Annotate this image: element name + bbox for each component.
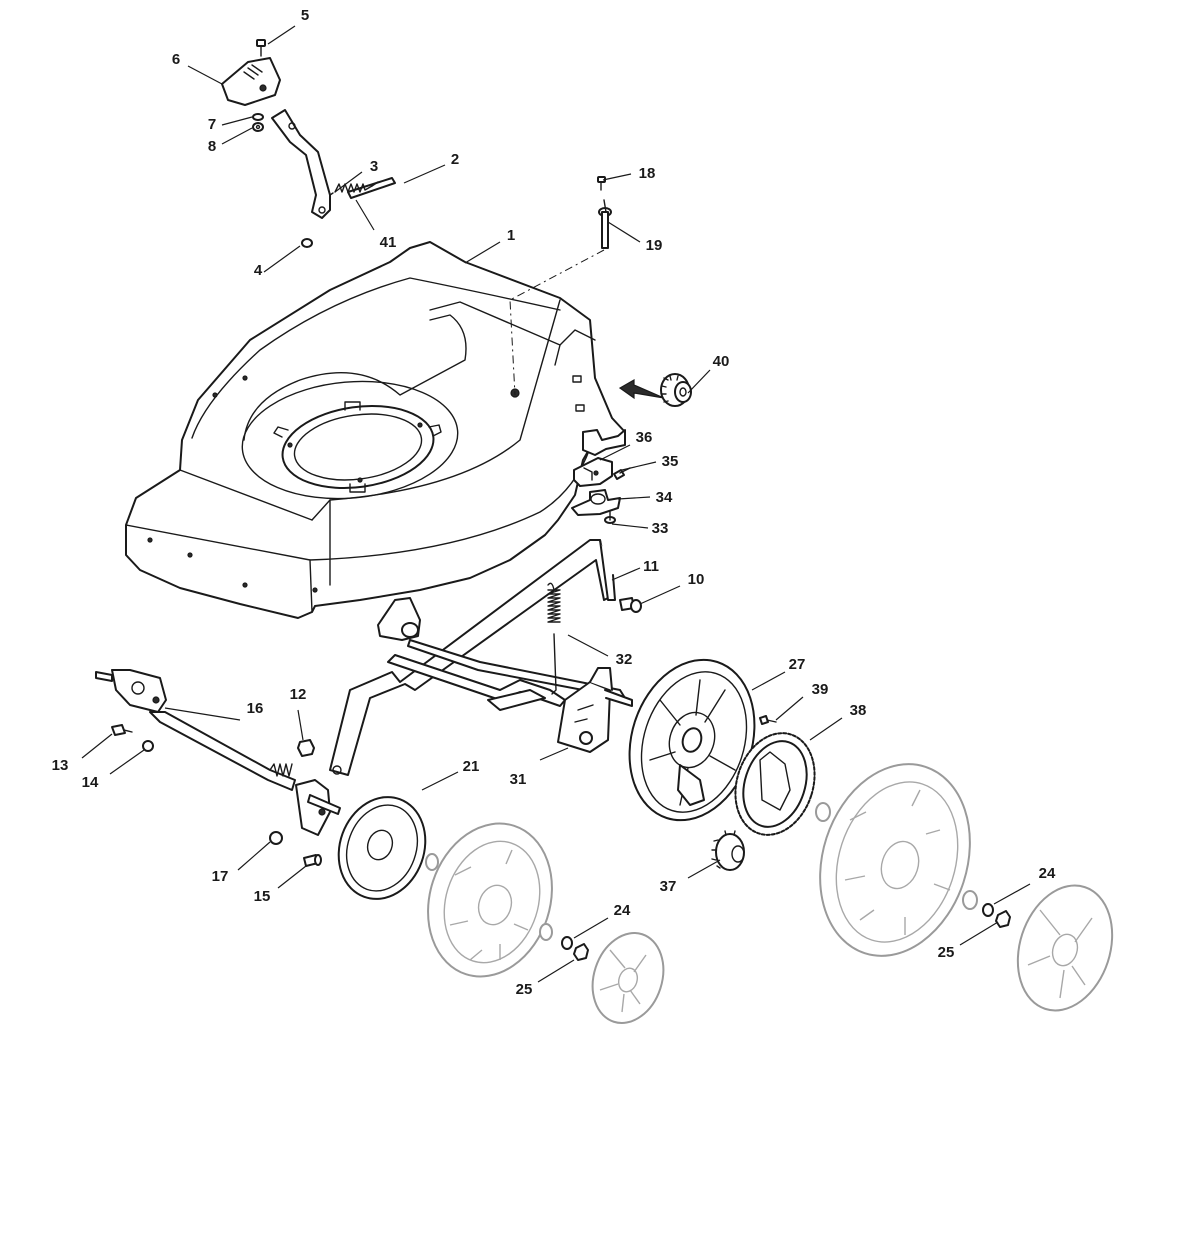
callout-labels: 5 6 7 8 3 2 18 41 19 1 4 40 36 35 34 33 … [52,7,1056,998]
callout-24b: 24 [1039,865,1056,882]
callout-38: 38 [850,702,867,719]
callout-16: 16 [247,700,264,717]
leader-lines [81,25,1031,983]
screw-5 [256,39,266,57]
screw-33 [604,511,616,524]
screw-18 [597,176,606,191]
callout-15: 15 [254,888,271,905]
callout-40: 40 [713,353,730,370]
mower-deck [125,241,626,619]
rear-wheel-disc-27 [628,658,756,822]
callout-41: 41 [380,234,397,251]
callout-13: 13 [52,757,69,774]
callout-14: 14 [82,774,99,791]
height-adjust-lever [271,109,331,219]
spring-32 [547,582,561,695]
callout-34: 34 [656,489,673,506]
lever-knob [221,57,281,106]
callout-31: 31 [510,771,527,788]
callout-3: 3 [370,158,378,175]
rear-wheel [815,763,978,957]
rear-hub-cap [1016,884,1114,1012]
rear-pivot-left [377,597,421,641]
callout-8: 8 [208,138,216,155]
screw-13 [111,724,133,736]
alignment-line [509,249,605,396]
callout-1: 1 [507,227,515,244]
screw-10 [619,597,642,613]
front-hub-cap [591,932,665,1024]
spring-41 [329,181,379,196]
nut-12 [297,739,315,757]
screw-39 [759,715,777,725]
callout-37: 37 [660,878,677,895]
wheel-plate-21 [337,796,427,900]
pinion-40 [618,373,692,407]
callout-17: 17 [212,868,229,885]
nut-8 [252,122,264,132]
callout-27: 27 [789,656,806,673]
front-wheel [425,822,553,978]
nut-25-front [573,943,589,961]
callout-21: 21 [463,758,480,775]
callout-4: 4 [254,262,263,279]
bracket-36 [573,457,613,487]
callout-18: 18 [639,165,656,182]
callout-2: 2 [451,151,459,168]
callout-10: 10 [688,571,705,588]
callout-19: 19 [646,237,663,254]
callout-39: 39 [812,681,829,698]
washer-7 [252,113,264,121]
callout-11: 11 [643,558,659,575]
screw-15 [303,854,322,867]
callout-36: 36 [636,429,653,446]
callout-5: 5 [301,7,309,24]
nut-25-rear [995,910,1011,928]
callout-25a: 25 [516,981,533,998]
callout-12: 12 [290,686,307,703]
washer-24-front [561,936,573,950]
nut-4 [301,238,313,248]
clamp-34 [571,489,621,516]
pinion-37 [711,830,745,871]
pivot-bracket-31 [557,667,633,753]
callout-24a: 24 [614,902,631,919]
callout-35: 35 [662,453,679,470]
nut-17 [269,831,283,845]
callout-6: 6 [172,51,180,68]
callout-32: 32 [616,651,633,668]
stud-19 [598,199,612,249]
callout-33: 33 [652,520,669,537]
washer-24-rear [982,903,994,917]
nut-14 [142,740,154,752]
callout-7: 7 [208,116,216,133]
ring-gear-38 [734,732,816,836]
front-axle-16 [95,669,341,836]
callout-25b: 25 [938,944,955,961]
